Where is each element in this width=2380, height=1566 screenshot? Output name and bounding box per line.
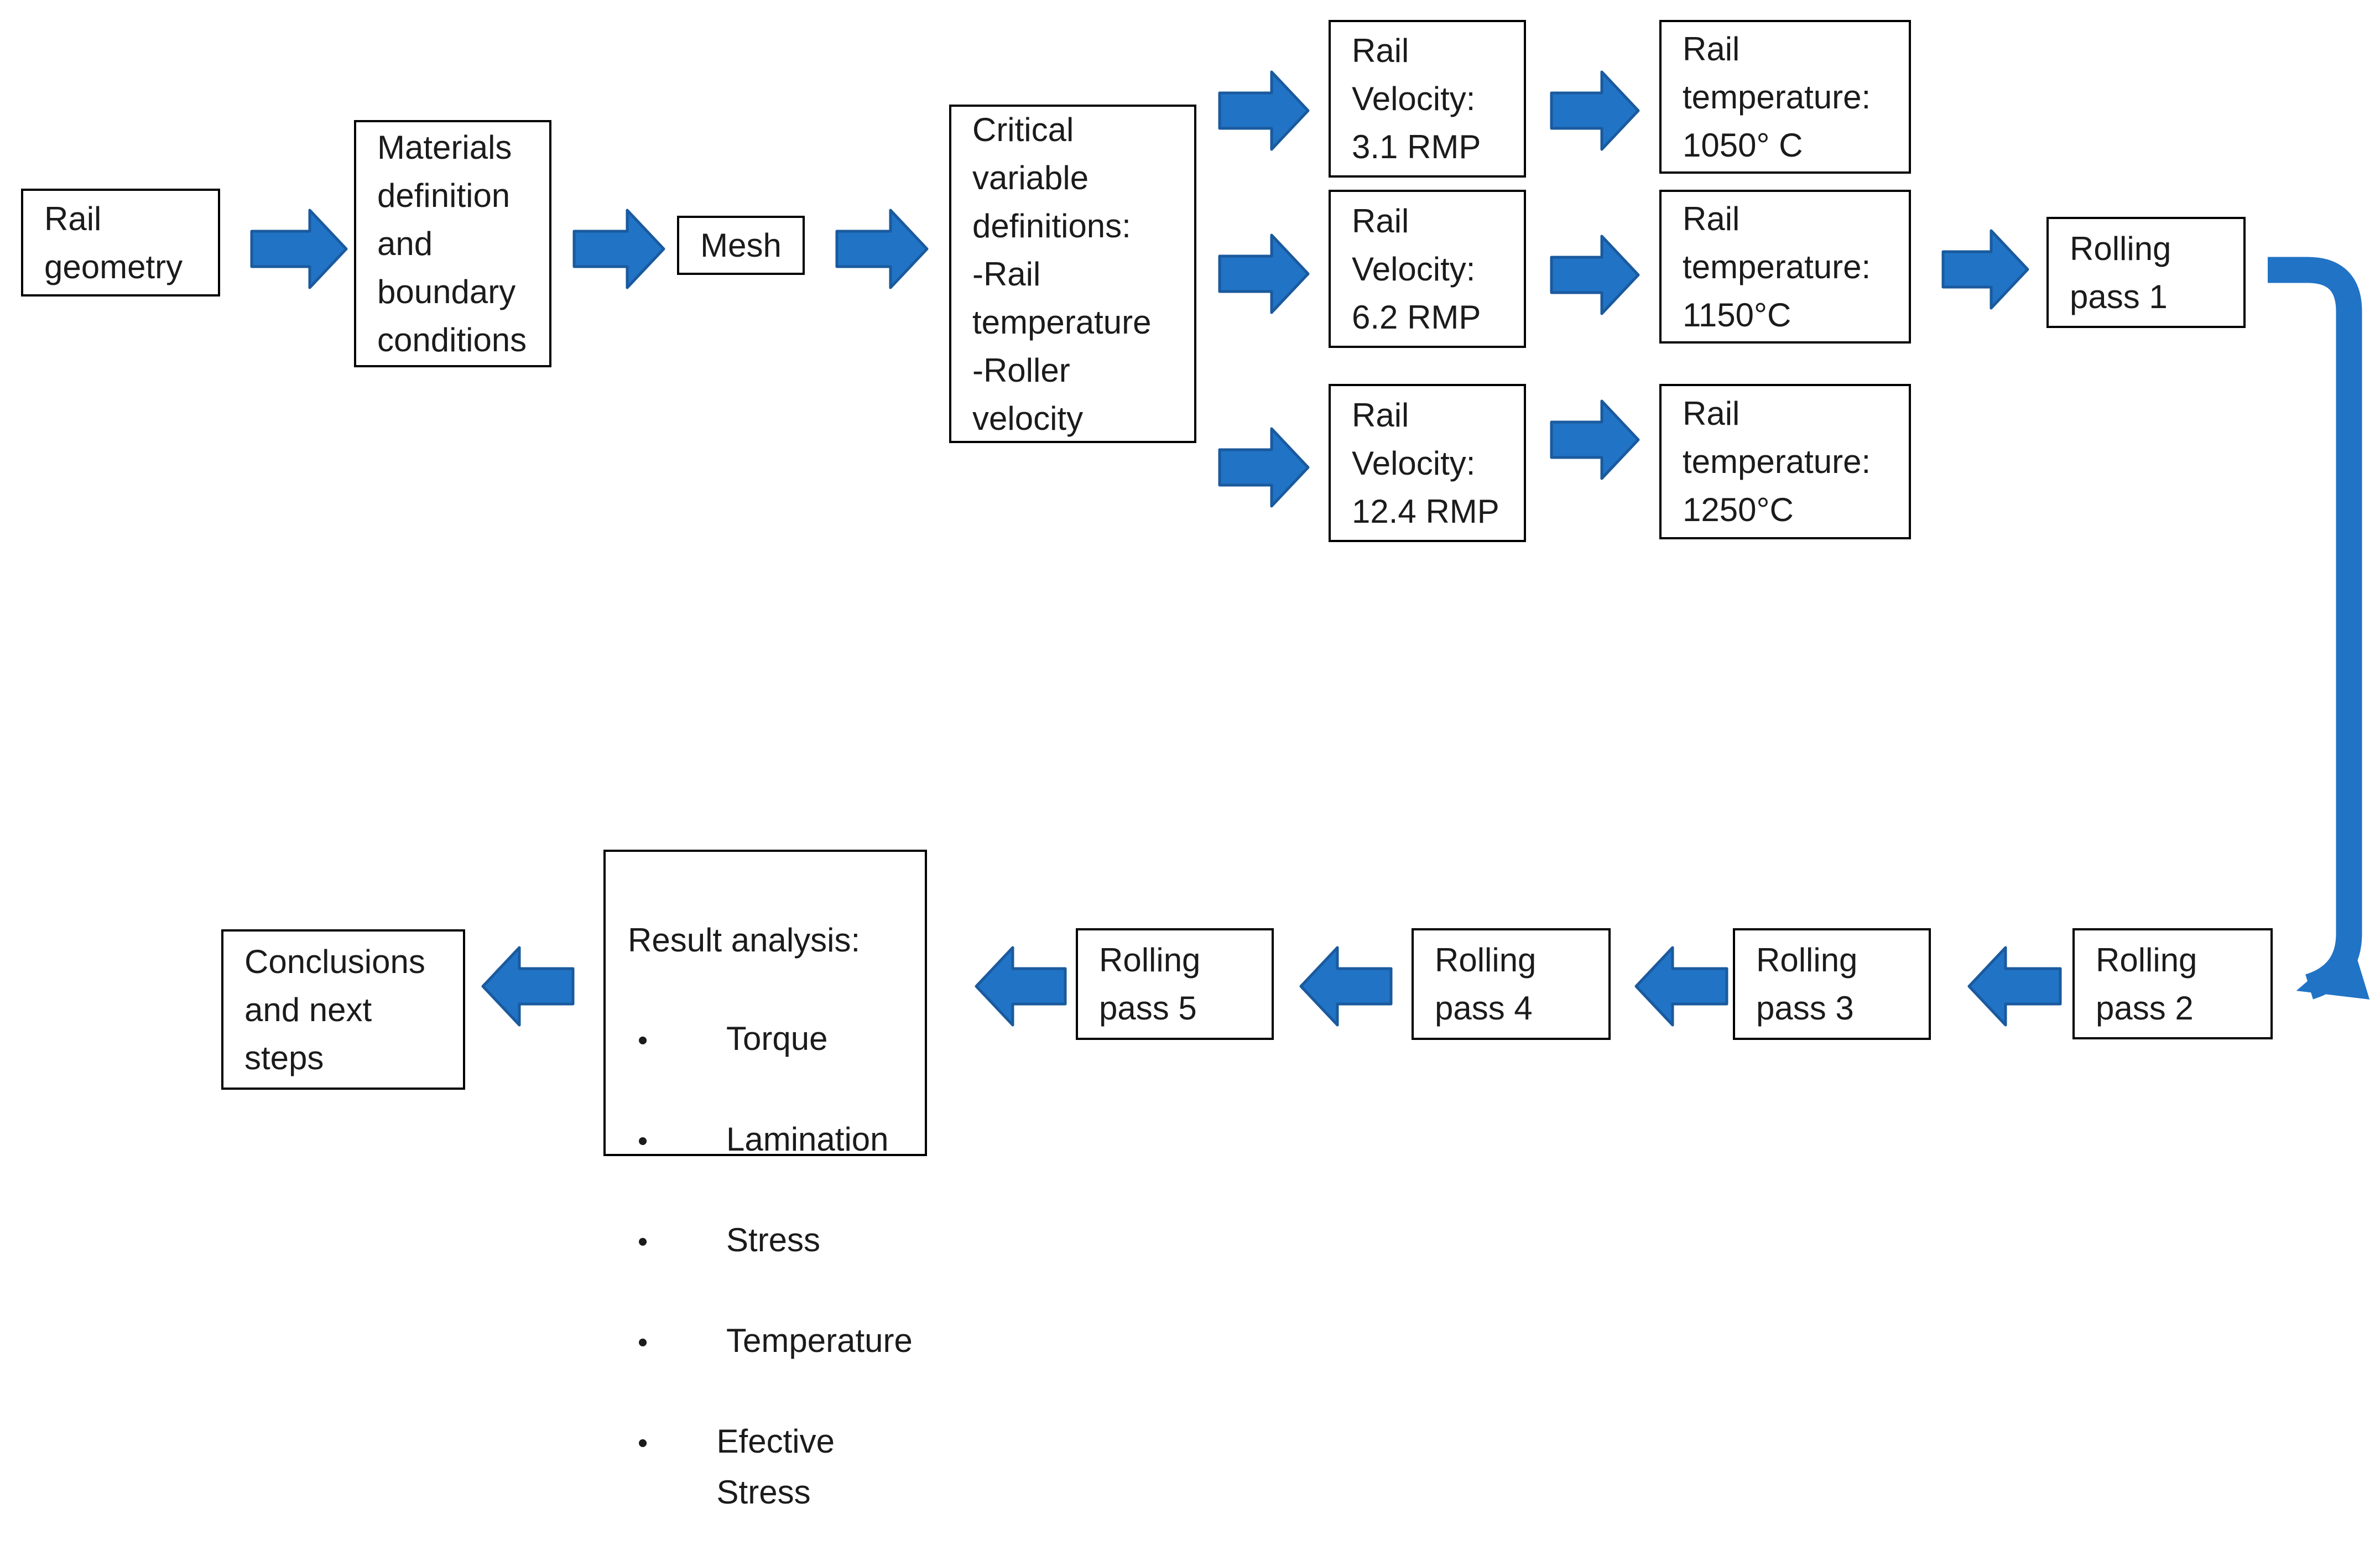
node-label: Rail geometry — [44, 200, 183, 285]
node-rolling-pass-4: Rolling pass 4 — [1412, 928, 1611, 1040]
node-rail-velocity-12-4: Rail Velocity: 12.4 RMP — [1329, 384, 1526, 542]
flow-arrow-right — [1550, 399, 1640, 480]
result-item-label: Temperature — [726, 1322, 913, 1359]
node-rail-velocity-6-2: Rail Velocity: 6.2 RMP — [1329, 190, 1526, 348]
node-label: Rail temperature: 1050° C — [1683, 30, 1871, 164]
node-label: Rail temperature: 1250°C — [1683, 395, 1871, 528]
flow-arrow-left — [1299, 946, 1393, 1027]
node-materials-definition: Materials definition and boundary condit… — [354, 120, 551, 367]
node-label: Rail temperature: 1150°C — [1683, 200, 1871, 334]
bullet-icon: • — [638, 1427, 648, 1459]
node-label: Materials definition and boundary condit… — [377, 129, 527, 358]
node-label: Rolling pass 3 — [1756, 941, 1858, 1027]
result-item-lamination: • Lamination — [628, 1114, 914, 1167]
bullet-icon: • — [638, 1125, 648, 1157]
result-item-label: Lamination — [726, 1121, 889, 1158]
result-item-temperature: • Temperature — [628, 1315, 914, 1368]
node-rail-temperature-1150: Rail temperature: 1150°C — [1659, 190, 1911, 344]
flow-arrow-right — [1550, 235, 1640, 315]
node-rolling-pass-1: Rolling pass 1 — [2046, 217, 2246, 328]
result-item-torque: • Torque — [628, 1013, 914, 1066]
flow-arrow-left — [1967, 946, 2062, 1027]
node-rail-geometry: Rail geometry — [21, 189, 220, 296]
bullet-icon: • — [638, 1024, 648, 1057]
result-item-label: Efective Stress — [716, 1423, 835, 1511]
flow-arrow-right — [1218, 427, 1310, 508]
node-label: Conclusions and next steps — [244, 943, 425, 1076]
node-rail-temperature-1250: Rail temperature: 1250°C — [1659, 384, 1911, 539]
elbow-connector-pass1-to-pass2 — [2268, 257, 2370, 1000]
node-conclusions: Conclusions and next steps — [221, 929, 465, 1090]
node-label: Rail Velocity: 6.2 RMP — [1352, 202, 1481, 336]
node-critical-variable-definitions: Critical variable definitions: -Rail tem… — [949, 105, 1196, 443]
flow-arrow-right — [1218, 233, 1310, 314]
flow-arrow-left — [481, 946, 575, 1027]
node-rail-velocity-3-1: Rail Velocity: 3.1 RMP — [1329, 20, 1526, 178]
node-rolling-pass-3: Rolling pass 3 — [1733, 928, 1931, 1040]
flow-arrow-right — [1550, 70, 1640, 151]
flow-arrow-right — [572, 209, 665, 289]
flow-arrow-left — [975, 946, 1067, 1027]
flow-arrow-left — [1634, 946, 1728, 1027]
node-mesh: Mesh — [677, 216, 805, 275]
result-item-stress: • Stress — [628, 1215, 914, 1267]
flow-arrow-right — [835, 209, 929, 289]
node-label: Rolling pass 2 — [2096, 941, 2197, 1027]
flowchart-canvas: Rail geometry Materials definition and b… — [21, 20, 2370, 1511]
flow-arrow-right — [250, 209, 348, 289]
bullet-icon: • — [638, 1226, 648, 1258]
bullet-icon: • — [638, 1326, 648, 1359]
node-label: Rolling pass 5 — [1099, 941, 1201, 1027]
node-label: Rail Velocity: 3.1 RMP — [1352, 32, 1481, 165]
result-item-efective-stress: • Efective Stress — [628, 1416, 914, 1518]
result-item-label: Torque — [726, 1020, 828, 1057]
node-label: Critical variable definitions: -Rail tem… — [972, 111, 1152, 437]
node-label: Rail Velocity: 12.4 RMP — [1352, 396, 1499, 530]
node-label: Rolling pass 4 — [1435, 941, 1537, 1027]
arrows-layer — [250, 70, 2370, 1027]
result-item-label: Stress — [726, 1221, 821, 1258]
node-rail-temperature-1050: Rail temperature: 1050° C — [1659, 20, 1911, 174]
node-result-analysis: Result analysis: • Torque • Lamination •… — [603, 850, 927, 1511]
result-analysis-title: Result analysis: — [628, 922, 861, 959]
node-rolling-pass-5: Rolling pass 5 — [1076, 928, 1274, 1040]
flow-arrow-right — [1941, 229, 2029, 310]
node-label: Rolling pass 1 — [2070, 230, 2171, 315]
flow-arrow-right — [1218, 70, 1310, 151]
node-rolling-pass-2: Rolling pass 2 — [2072, 928, 2273, 1039]
node-label: Mesh — [700, 227, 782, 264]
